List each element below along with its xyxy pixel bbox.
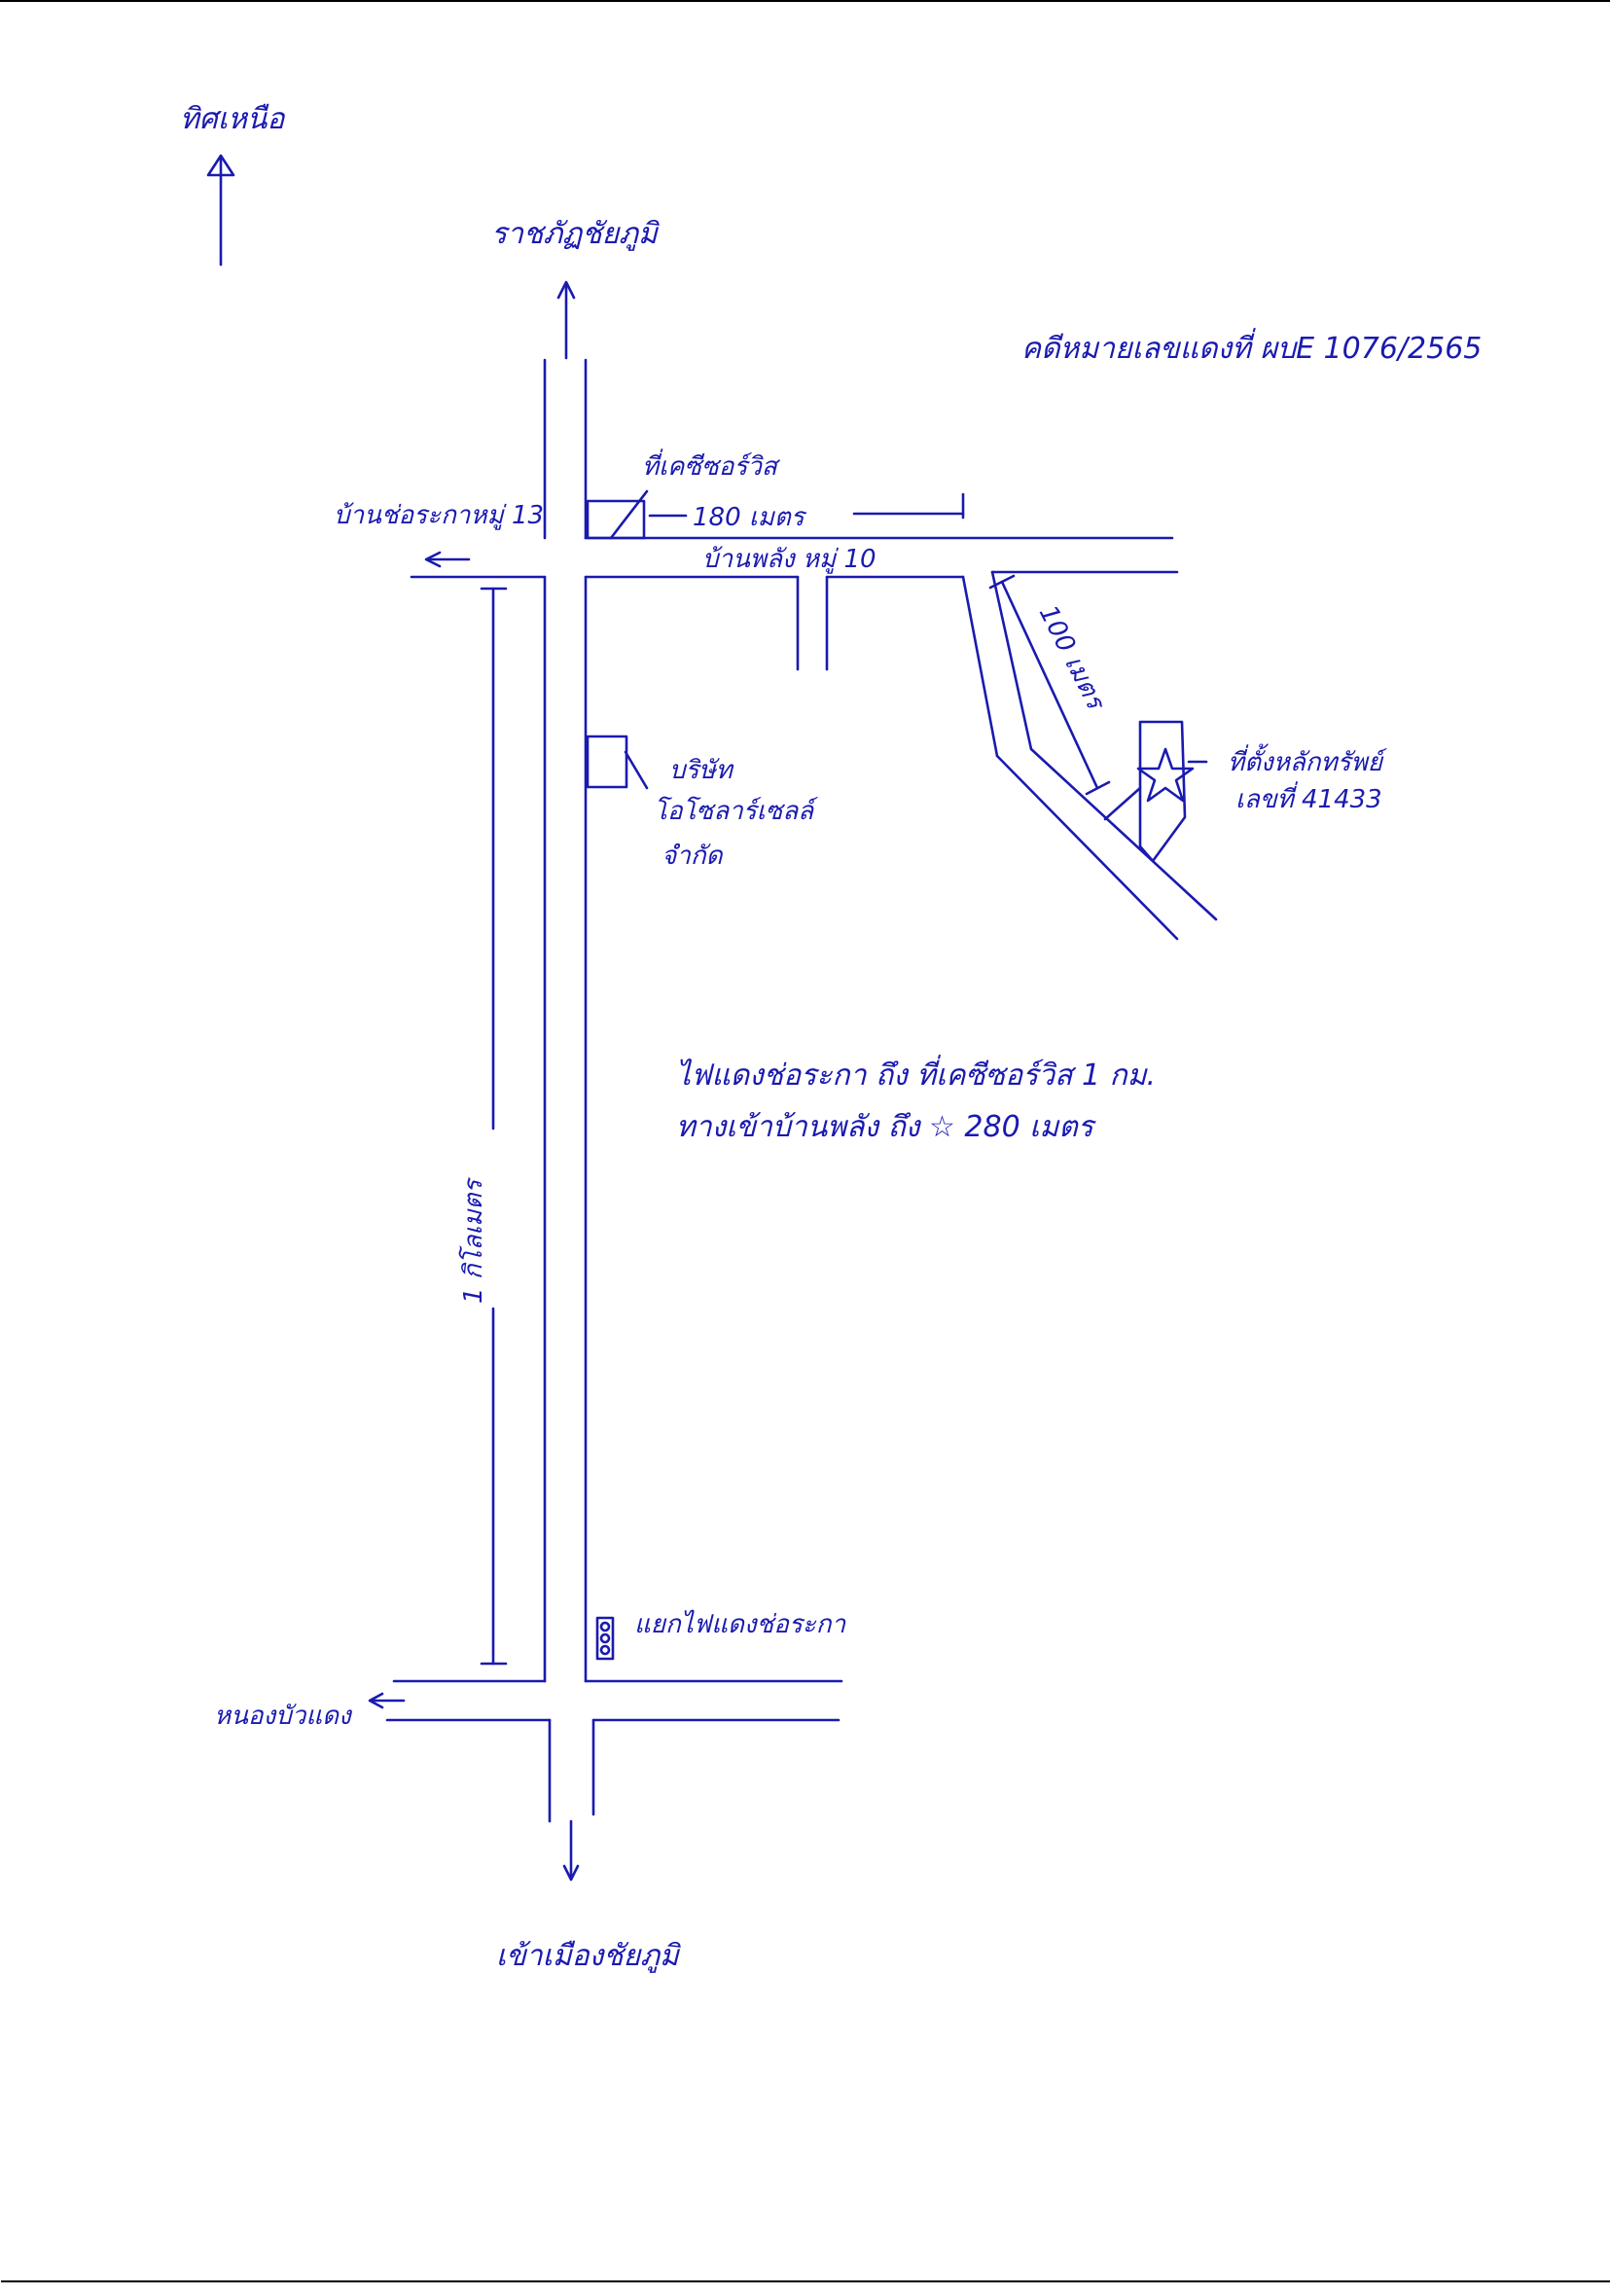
upper-cross-road bbox=[410, 536, 1179, 671]
note-line2: ทางเข้าบ้านพลัง ถึง ☆ 280 เมตร bbox=[676, 1110, 1097, 1144]
service-pointer bbox=[609, 489, 649, 540]
company-building bbox=[586, 735, 628, 789]
target-label-line2: เลขที่ 41433 bbox=[1235, 781, 1382, 814]
case-number: คดีหมายเลขแดงที่ ผบE 1076/2565 bbox=[1021, 328, 1482, 366]
lower-cross-road bbox=[385, 1679, 843, 1722]
service-building bbox=[586, 499, 646, 540]
company-pointer bbox=[624, 750, 649, 790]
traffic-light-icon bbox=[595, 1616, 615, 1661]
company-label-line1: บริษัท bbox=[669, 756, 734, 785]
company-label-line2: โอโซลาร์เซลล์ bbox=[654, 796, 818, 826]
arrow-icon-south bbox=[562, 1819, 580, 1882]
star-icon bbox=[1136, 747, 1195, 803]
destination-bottom: เข้าเมืองชัยภูมิ bbox=[496, 1939, 682, 1973]
distance-180-marker bbox=[648, 492, 965, 520]
north-label: ทิศเหนือ bbox=[180, 102, 286, 136]
target-label-line1: ที่ตั้งหลักทรัพย์ bbox=[1228, 743, 1387, 777]
target-property bbox=[1103, 720, 1187, 863]
destination-left-bottom: หนองบัวแดง bbox=[214, 1702, 353, 1731]
note-line1: ไฟแดงช่อระกา ถึง ที่เคซีซอร์วิส 1 กม. bbox=[676, 1055, 1156, 1093]
arrow-icon-west-bottom bbox=[368, 1692, 406, 1709]
traffic-light-label: แยกไฟแดงช่อระกา bbox=[634, 1609, 846, 1639]
distance-1km-marker bbox=[480, 587, 508, 1666]
service-label: ที่เคซีซอร์วิส bbox=[642, 448, 781, 482]
arrow-icon-north bbox=[556, 280, 576, 360]
north-arrow-icon bbox=[206, 154, 235, 267]
diagonal-road bbox=[961, 570, 1218, 941]
arrow-icon-west-top bbox=[424, 551, 471, 568]
destination-left-top: บ้านช่อระกาหมู่ 13 bbox=[334, 501, 544, 530]
side-road-label: บ้านพลัง หมู่ 10 bbox=[702, 545, 877, 574]
distance-180: 180 เมตร bbox=[693, 503, 807, 532]
distance-1km: 1 กิโลเมตร bbox=[458, 1177, 488, 1304]
company-label-line3: จำกัด bbox=[662, 842, 724, 871]
destination-top: ราชภัฏชัยภูมิ bbox=[491, 217, 661, 251]
distance-100: 100 เมตร bbox=[1033, 601, 1111, 717]
main-road bbox=[543, 358, 595, 1823]
distance-100-marker bbox=[988, 574, 1111, 796]
